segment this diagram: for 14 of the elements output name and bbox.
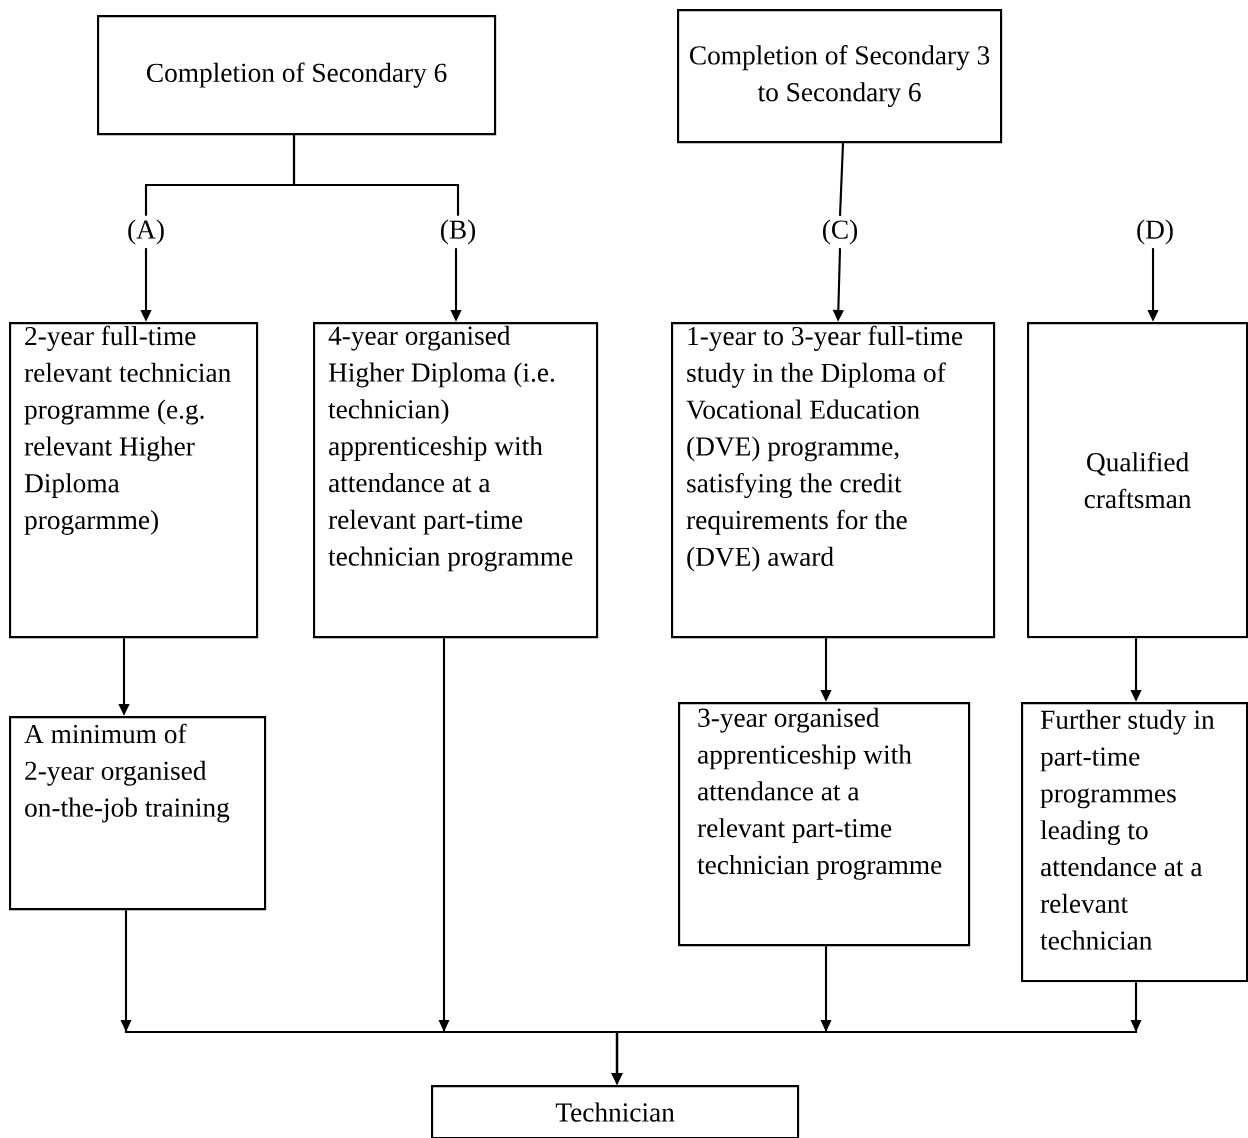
- process-box: Completion of Secondary 6: [97, 15, 497, 136]
- branch-label: (A): [128, 219, 164, 245]
- process-box: Qualified craftsman: [1027, 322, 1248, 639]
- process-box: 2-year full-time relevant technician programme (e.g. relevant Higher Diploma progarmme): [9, 322, 259, 639]
- branch-label: (B): [441, 219, 476, 245]
- process-box: A minimum of 2-year organised on-the-job training: [9, 716, 267, 911]
- process-box: 3-year organised apprenticeship with attendance at a relevant part-time technician programme: [678, 702, 971, 947]
- branch-label: (D): [1137, 219, 1173, 245]
- process-box: Technician: [431, 1085, 800, 1138]
- process-box: Completion of Secondary 3 to Secondary 6: [677, 9, 1003, 144]
- process-box: 4-year organised Higher Diploma (i.e. technician) apprenticeship with attendance at a relevant part-time technician programme: [313, 322, 599, 639]
- branch-label: (C): [823, 219, 858, 245]
- process-box: Further study in part-time programmes leading to attendance at a relevant technician: [1021, 702, 1248, 983]
- process-box: 1-year to 3-year full-time study in the Diploma of Vocational Education (DVE) programme, satisfying the credit requirements for the (DVE) award: [671, 322, 996, 639]
